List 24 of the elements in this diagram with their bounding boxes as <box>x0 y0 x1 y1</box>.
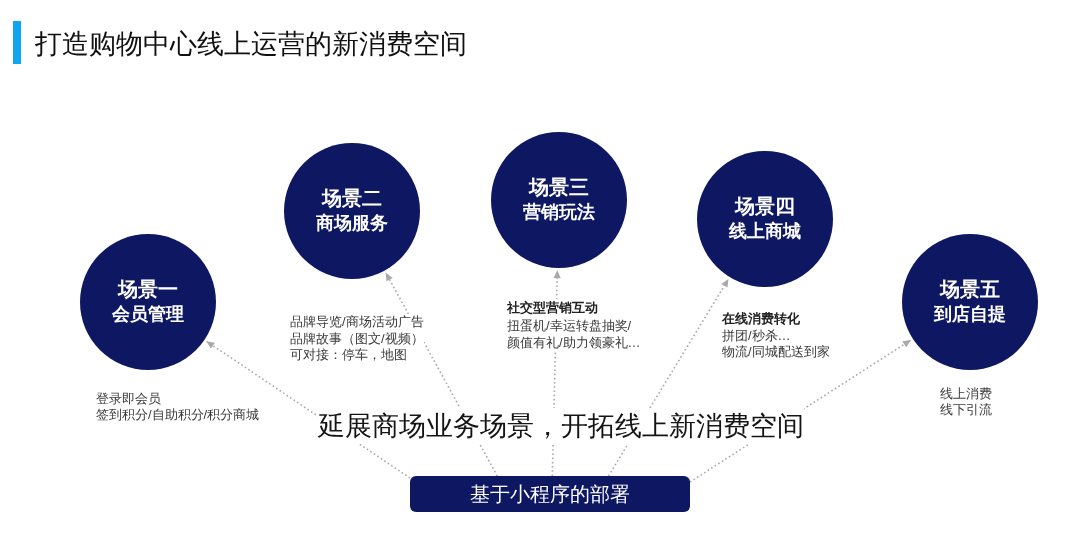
description-text: 线上消费 <box>940 386 992 402</box>
description-text: 扭蛋机/幸运转盘抽奖/ <box>507 316 632 334</box>
scene-title: 场景三 <box>529 175 589 200</box>
description-text: 可对接：停车，地图 <box>290 347 407 364</box>
scene-title: 场景一 <box>118 277 178 302</box>
description-text: 登录即会员 <box>96 391 161 407</box>
scene-subtitle: 线上商城 <box>729 220 801 243</box>
description-text: 品牌导览/商场活动广告 <box>290 314 424 331</box>
scene-title: 场景四 <box>735 194 795 219</box>
scene-subtitle: 会员管理 <box>112 303 184 326</box>
description-text: 物流/同城配送到家 <box>722 344 830 361</box>
scene-title: 场景五 <box>940 277 1000 302</box>
description-text: 签到积分/自助积分/积分商城 <box>96 407 260 423</box>
description-heading: 社交型营销互动 <box>507 299 598 317</box>
process-box: 基于小程序的部署 <box>410 476 690 512</box>
scene-subtitle: 到店自提 <box>934 303 1006 326</box>
description-heading: 在线消费转化 <box>722 311 800 328</box>
scene-title: 场景二 <box>322 186 382 211</box>
scene-subtitle: 商场服务 <box>316 212 388 235</box>
title: 打造购物中心线上运营的新消费空间 <box>35 28 467 61</box>
scene-subtitle: 营销玩法 <box>523 201 595 224</box>
description-text: 颜值有礼/助力领豪礼… <box>507 334 641 352</box>
description-text: 线下引流 <box>940 402 992 418</box>
slogan-text: 延展商场业务场景，开拓线上新消费空间 <box>318 408 804 444</box>
